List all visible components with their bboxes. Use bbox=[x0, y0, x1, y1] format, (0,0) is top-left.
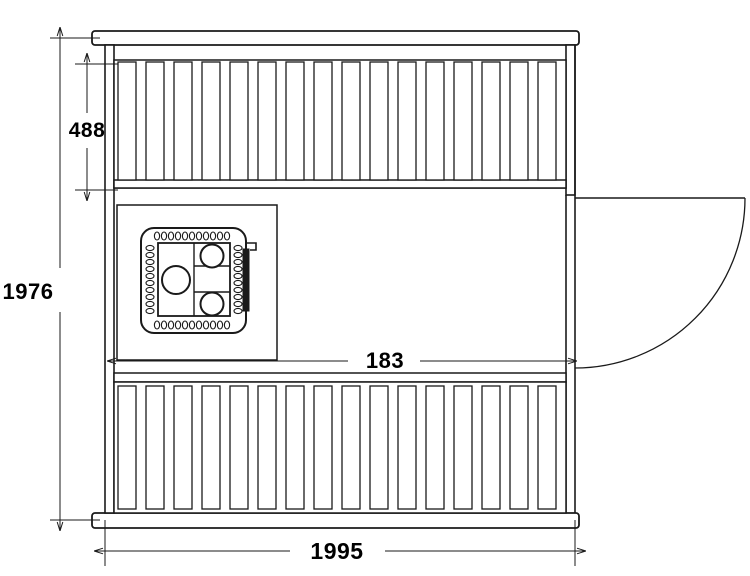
lower-bench-slats bbox=[117, 385, 557, 510]
slat bbox=[313, 61, 333, 181]
stove-vent-perforations-left bbox=[145, 244, 155, 315]
door-assembly bbox=[574, 197, 746, 369]
slat bbox=[201, 61, 221, 181]
slat bbox=[509, 385, 529, 510]
bottom-wall-plate bbox=[91, 512, 580, 529]
stove-handle-hook bbox=[245, 242, 257, 251]
slat bbox=[537, 61, 557, 181]
slat bbox=[145, 385, 165, 510]
slat bbox=[425, 61, 445, 181]
slat bbox=[481, 61, 501, 181]
dim-label-1976: 1976 bbox=[3, 279, 54, 304]
slat bbox=[397, 385, 417, 510]
slat bbox=[201, 385, 221, 510]
slat bbox=[257, 385, 277, 510]
dimension-upper-bench-depth: 488 bbox=[69, 64, 118, 190]
upper-bench-slats bbox=[117, 61, 557, 181]
stove-alcove-box bbox=[116, 204, 278, 361]
slat bbox=[397, 61, 417, 181]
slat bbox=[369, 61, 389, 181]
slat bbox=[229, 61, 249, 181]
slat bbox=[537, 385, 557, 510]
slat bbox=[117, 61, 137, 181]
slat bbox=[453, 61, 473, 181]
stove-heater-unit bbox=[140, 227, 257, 334]
slat bbox=[453, 385, 473, 510]
dim-label-488: 488 bbox=[69, 119, 106, 142]
upper-slatted-bench bbox=[113, 59, 567, 189]
dimension-inner-width: 183 bbox=[118, 348, 566, 373]
stove-vent-perforations-bottom bbox=[153, 320, 231, 330]
slat bbox=[285, 385, 305, 510]
dimension-overall-width: 1995 bbox=[105, 520, 575, 566]
left-wall bbox=[104, 44, 115, 514]
door-swing-arc bbox=[574, 197, 746, 369]
burner-top-right bbox=[199, 243, 225, 269]
slat bbox=[425, 385, 445, 510]
lower-slatted-bench bbox=[113, 372, 567, 514]
upper-bench-front-rail bbox=[113, 179, 567, 189]
burner-bottom-right bbox=[199, 291, 225, 317]
stove-vent-perforations-right bbox=[233, 244, 243, 315]
slat bbox=[285, 61, 305, 181]
stove-side-handle-bar bbox=[242, 248, 250, 312]
slat bbox=[481, 385, 501, 510]
right-wall-upper bbox=[565, 44, 576, 196]
slat bbox=[313, 385, 333, 510]
slat bbox=[341, 385, 361, 510]
top-wall-plate bbox=[91, 30, 580, 46]
dim-label-183: 183 bbox=[366, 348, 404, 373]
slat bbox=[229, 385, 249, 510]
slat bbox=[257, 61, 277, 181]
burner-left bbox=[161, 265, 191, 295]
slat bbox=[369, 385, 389, 510]
stove-vent-perforations-top bbox=[153, 231, 231, 241]
dimension-overall-height: 1976 bbox=[3, 38, 100, 520]
slat bbox=[145, 61, 165, 181]
slat bbox=[341, 61, 361, 181]
slat bbox=[173, 385, 193, 510]
slat bbox=[117, 385, 137, 510]
dim-label-1995: 1995 bbox=[310, 538, 363, 564]
lower-bench-back-rail bbox=[113, 372, 567, 383]
slat bbox=[173, 61, 193, 181]
slat bbox=[509, 61, 529, 181]
